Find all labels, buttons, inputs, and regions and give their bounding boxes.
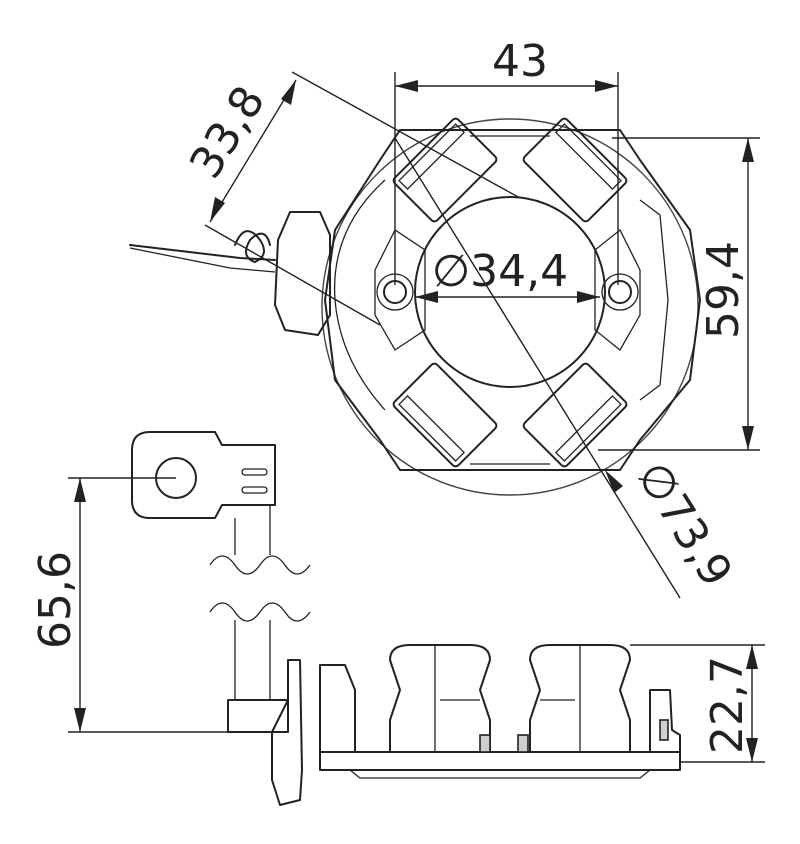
mounting-ear-left	[374, 229, 426, 351]
dim-text-73-9: ∅73,9	[627, 453, 742, 596]
brush-box-side-left	[389, 644, 491, 753]
terminal-lug	[131, 431, 276, 519]
brush-box-lower-right	[522, 362, 628, 468]
center-bore	[414, 196, 606, 388]
mounting-hole-right	[608, 280, 632, 304]
right-clip	[639, 199, 669, 401]
spring-coil	[234, 230, 271, 263]
side-connector-bracket	[271, 659, 303, 806]
dim-text-34-4: ∅34,4	[432, 246, 568, 297]
break-line-upper	[209, 555, 311, 575]
brush-box-upper-right	[522, 117, 628, 223]
dimension-height-22-7: 22,7	[630, 644, 765, 763]
brush-box-side-right	[529, 644, 631, 753]
mounting-hole-right-outer	[601, 273, 639, 311]
dim-text-33-8: 33,8	[180, 77, 275, 187]
outer-diameter-circle	[321, 118, 699, 496]
housing-inner-rim	[470, 135, 550, 465]
dim-text-59-4: 59,4	[698, 241, 749, 339]
terminal-connector-block	[274, 211, 331, 336]
side-clip-right	[649, 689, 681, 753]
dimension-length-65-6: 65,6	[30, 477, 228, 733]
pin-left	[479, 734, 491, 753]
base-plate-lower	[348, 769, 652, 779]
terminal-lug-detail	[131, 431, 311, 700]
brush-box-side-right-detail	[540, 645, 581, 752]
dimension-width-43: 43	[394, 36, 619, 285]
mounting-ear-right	[594, 228, 641, 351]
dimension-bore-34-4: ∅34,4	[415, 246, 600, 303]
terminal-post	[227, 699, 289, 733]
dim-text-65-6: 65,6	[30, 551, 81, 649]
terminal-slot-upper	[241, 468, 268, 476]
housing-plate	[324, 129, 701, 471]
pin-right	[517, 734, 529, 753]
break-line-lower	[209, 602, 311, 622]
side-view	[227, 644, 681, 806]
terminal-slot-lower	[241, 486, 268, 494]
dimension-height-59-4: 59,4	[598, 137, 760, 451]
brush-box-lower-left	[392, 362, 498, 468]
dim-text-43: 43	[492, 36, 548, 87]
lead-wire	[129, 244, 276, 261]
brush-box-upper-left	[392, 117, 498, 223]
brush-box-side-left-detail	[434, 645, 480, 752]
base-plate	[319, 751, 681, 771]
lead-wire-lower	[129, 247, 276, 273]
side-connector-body	[319, 664, 356, 753]
dim-text-22-7: 22,7	[702, 656, 753, 754]
